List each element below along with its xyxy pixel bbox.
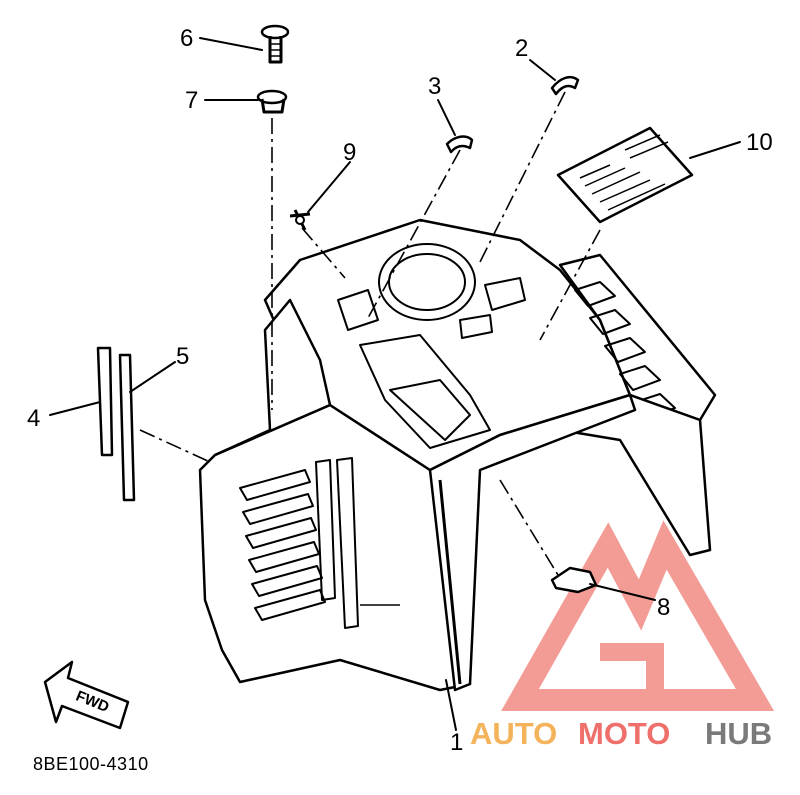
clip-part-3 [445,135,474,154]
watermark-moto: MOTO [578,716,670,751]
watermark-auto: AUTO [470,716,557,751]
label-part-8: 8 [657,594,670,621]
trim-strip-part-5 [118,353,136,502]
assembly-lines [139,91,601,576]
fwd-arrow-icon: FWD [43,660,130,730]
trim-strip-part-4 [96,346,114,457]
drawing-code: 8BE100-4310 [33,754,149,774]
label-part-1: 1 [450,729,463,756]
screw-part-6 [260,24,290,64]
label-part-6: 6 [180,25,193,52]
label-part-3: 3 [428,73,441,100]
part-number-labels: 6 7 2 3 9 10 5 4 8 1 [27,25,773,756]
label-part-10: 10 [746,129,773,156]
watermark-hub: HUB [705,716,772,751]
watermark-text: AUTO MOTO HUB [470,716,772,751]
label-plate-part-10 [556,126,694,224]
pin-part-9 [289,209,311,231]
watermark-logo [501,520,775,711]
label-part-5: 5 [176,343,189,370]
grommet-part-7 [256,89,288,114]
body-cover-part-1 [198,218,717,692]
leader-lines [49,37,741,731]
label-part-7: 7 [185,87,198,114]
rivet-part-8 [550,566,598,594]
left-vent-slats [239,457,400,629]
label-part-2: 2 [515,35,528,62]
right-vent-slats [574,281,676,419]
label-part-9: 9 [343,139,356,166]
clip-part-2 [550,76,580,96]
label-part-4: 4 [27,405,40,432]
